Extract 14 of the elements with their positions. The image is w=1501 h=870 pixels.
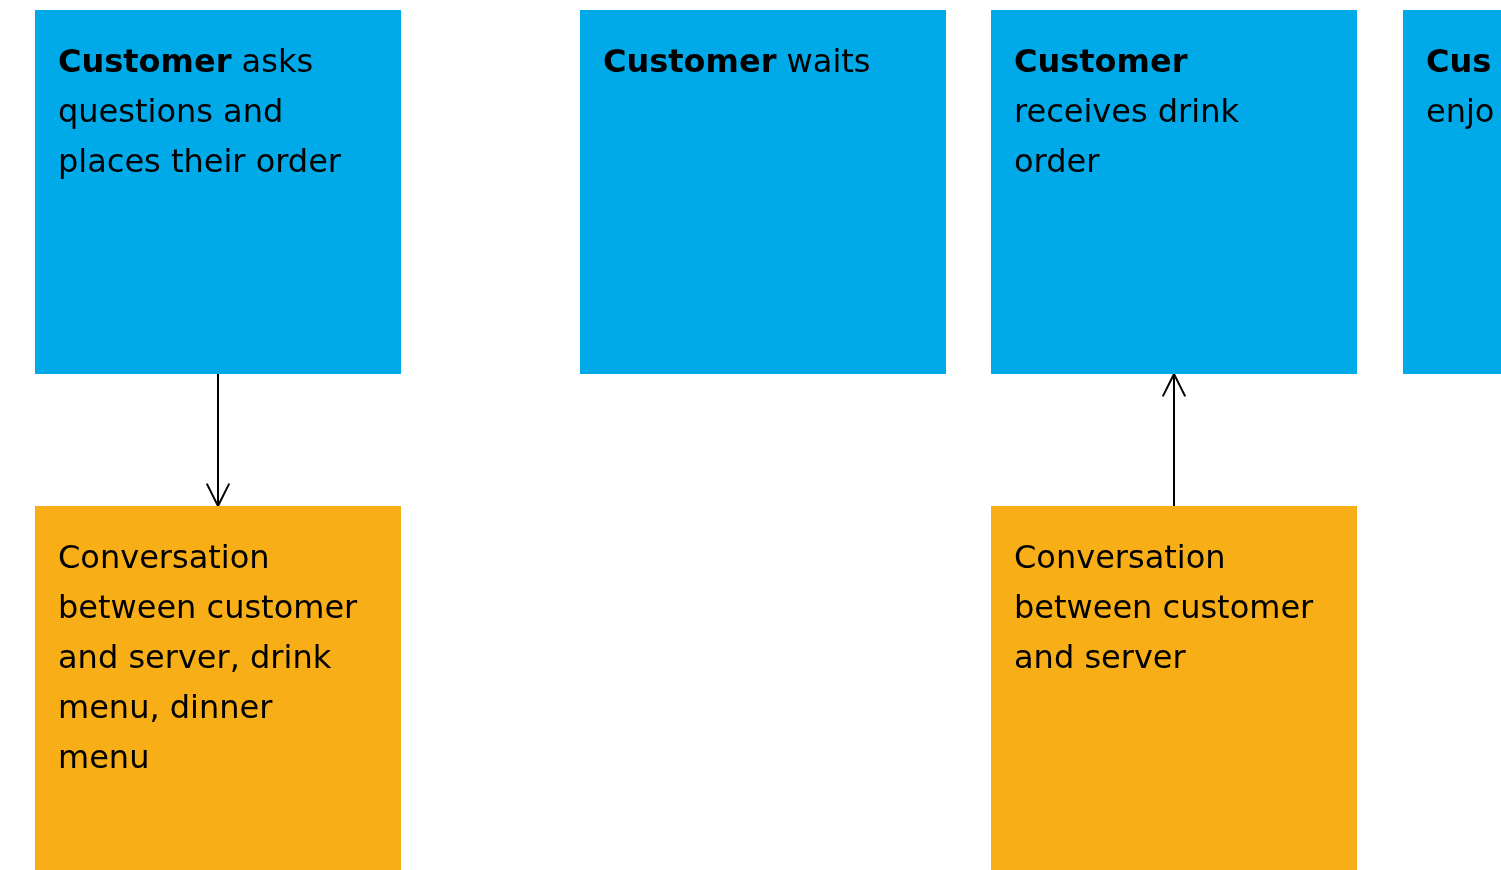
customer-action-box	[580, 10, 946, 374]
step-text: Customer receives drink order	[1014, 41, 1240, 182]
step-text: Cus enjo	[1426, 41, 1496, 132]
step-text: Conversation between customer and server, drink menu, dinner menu	[58, 537, 359, 778]
customer-action-box	[991, 10, 1357, 374]
touchpoint-box	[35, 506, 401, 870]
step-text: Conversation between customer and server	[1014, 537, 1315, 678]
touchpoint-box	[991, 506, 1357, 870]
step-text: Customer waits	[603, 41, 872, 82]
arrow	[1161, 373, 1187, 507]
customer-action-box	[35, 10, 401, 374]
arrow	[205, 373, 231, 507]
step-text: Customer asks questions and places their order	[58, 41, 342, 182]
customer-action-box	[1403, 10, 1501, 374]
